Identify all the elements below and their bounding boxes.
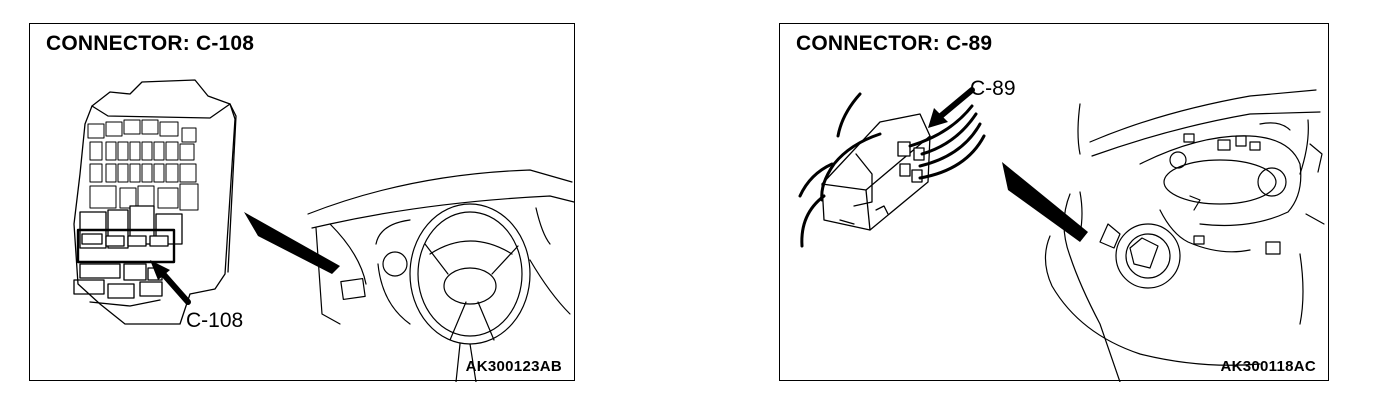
connector-harness-illustration bbox=[780, 24, 1330, 382]
view-direction-wedge bbox=[244, 212, 340, 274]
connector-callout-label: C-89 bbox=[970, 77, 1016, 100]
junction-block bbox=[74, 80, 236, 324]
wire-harness bbox=[800, 94, 984, 246]
c89-arrow bbox=[928, 90, 972, 128]
view-direction-wedge bbox=[1002, 162, 1088, 242]
panel-title: CONNECTOR: C-108 bbox=[46, 32, 255, 55]
figure-id: AK300123AB bbox=[465, 358, 562, 375]
junction-block-illustration bbox=[30, 24, 576, 382]
connector-c108-panel: CONNECTOR: C-108 bbox=[29, 23, 575, 381]
instrument-panel bbox=[1045, 90, 1324, 382]
c108-arrow bbox=[150, 260, 188, 302]
panel-title: CONNECTOR: C-89 bbox=[796, 32, 993, 55]
dashboard-steering-wheel bbox=[308, 170, 574, 382]
figure-id: AK300118AC bbox=[1220, 358, 1316, 375]
connector-callout-label: C-108 bbox=[186, 309, 244, 332]
connector-c89-panel: CONNECTOR: C-89 bbox=[779, 23, 1329, 381]
connector-housing bbox=[822, 114, 930, 230]
